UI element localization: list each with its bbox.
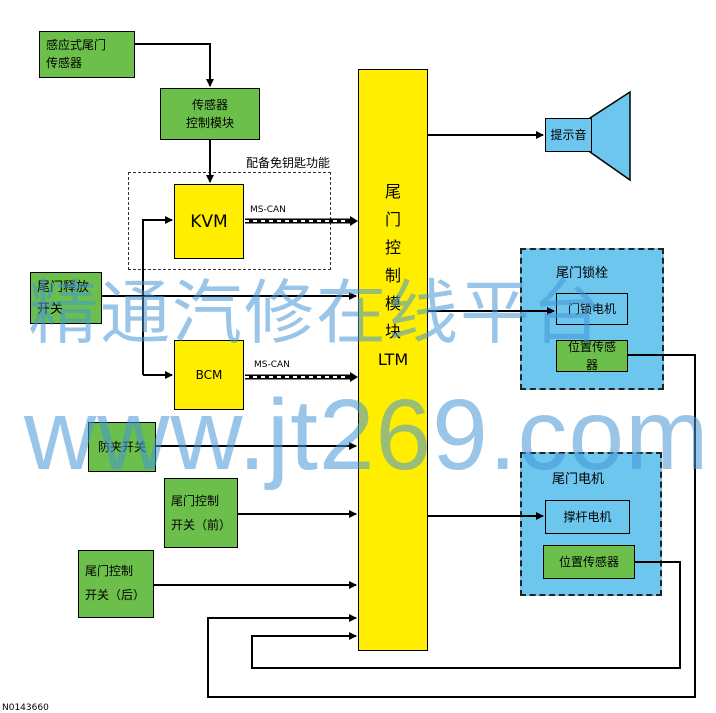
- sensor-label-line1: 感应式尾门: [46, 38, 107, 52]
- ctrl-rear-line2: 开关（后）: [85, 588, 146, 602]
- figure-id: N0143660: [2, 703, 49, 713]
- sensor-ctrl-line1: 传感器: [191, 98, 228, 112]
- sensor-ctrl-line2: 控制模块: [185, 116, 234, 130]
- mscan-label-kvm: MS-CAN: [250, 205, 286, 215]
- sensor-label-line2: 传感器: [46, 56, 83, 70]
- latch-position-sensor-box: 位置传感器: [556, 340, 628, 372]
- mscan-label-bcm: MS-CAN: [254, 360, 290, 370]
- ltm-char-5: 模: [384, 294, 401, 313]
- ltm-char-2: 门: [384, 210, 401, 229]
- release-switch-line2: 开关: [37, 302, 64, 317]
- ltm-char-3: 控: [384, 238, 401, 257]
- lock-motor-box: 门锁电机: [556, 293, 628, 325]
- motor-position-sensor-box: 位置传感器: [543, 545, 635, 579]
- strut-motor-label: 撑杆电机: [563, 510, 612, 524]
- latch-group-title: 尾门锁栓: [556, 266, 609, 281]
- anti-pinch-label: 防夹开关: [97, 440, 146, 454]
- ltm-char-4: 制: [384, 266, 401, 285]
- chime-label: 提示音: [550, 128, 587, 142]
- latch-pos-sensor-label: 位置传感器: [567, 340, 616, 372]
- tailgate-control-switch-rear: 尾门控制 开关（后）: [78, 550, 154, 618]
- keyless-label: 配备免钥匙功能: [246, 156, 331, 170]
- ltm-char-6: 块: [384, 322, 401, 341]
- tailgate-release-switch: 尾门释放 开关: [30, 272, 102, 324]
- anti-pinch-switch: 防夹开关: [88, 422, 156, 472]
- ltm-char-1: 尾: [384, 182, 401, 201]
- chime-box: 提示音: [545, 118, 592, 152]
- strut-motor-box: 撑杆电机: [545, 500, 630, 534]
- lock-motor-label: 门锁电机: [567, 302, 616, 316]
- sensor-control-module: 传感器 控制模块: [160, 88, 260, 140]
- kvm-label: KVM: [190, 211, 228, 232]
- release-switch-line1: 尾门释放: [37, 280, 90, 295]
- motor-pos-sensor-label: 位置传感器: [558, 555, 619, 569]
- motor-group-title: 尾门电机: [552, 472, 605, 487]
- ctrl-rear-line1: 尾门控制: [85, 564, 134, 578]
- kvm-module: KVM: [174, 184, 244, 259]
- inductive-tailgate-sensor: 感应式尾门 传感器: [39, 31, 135, 78]
